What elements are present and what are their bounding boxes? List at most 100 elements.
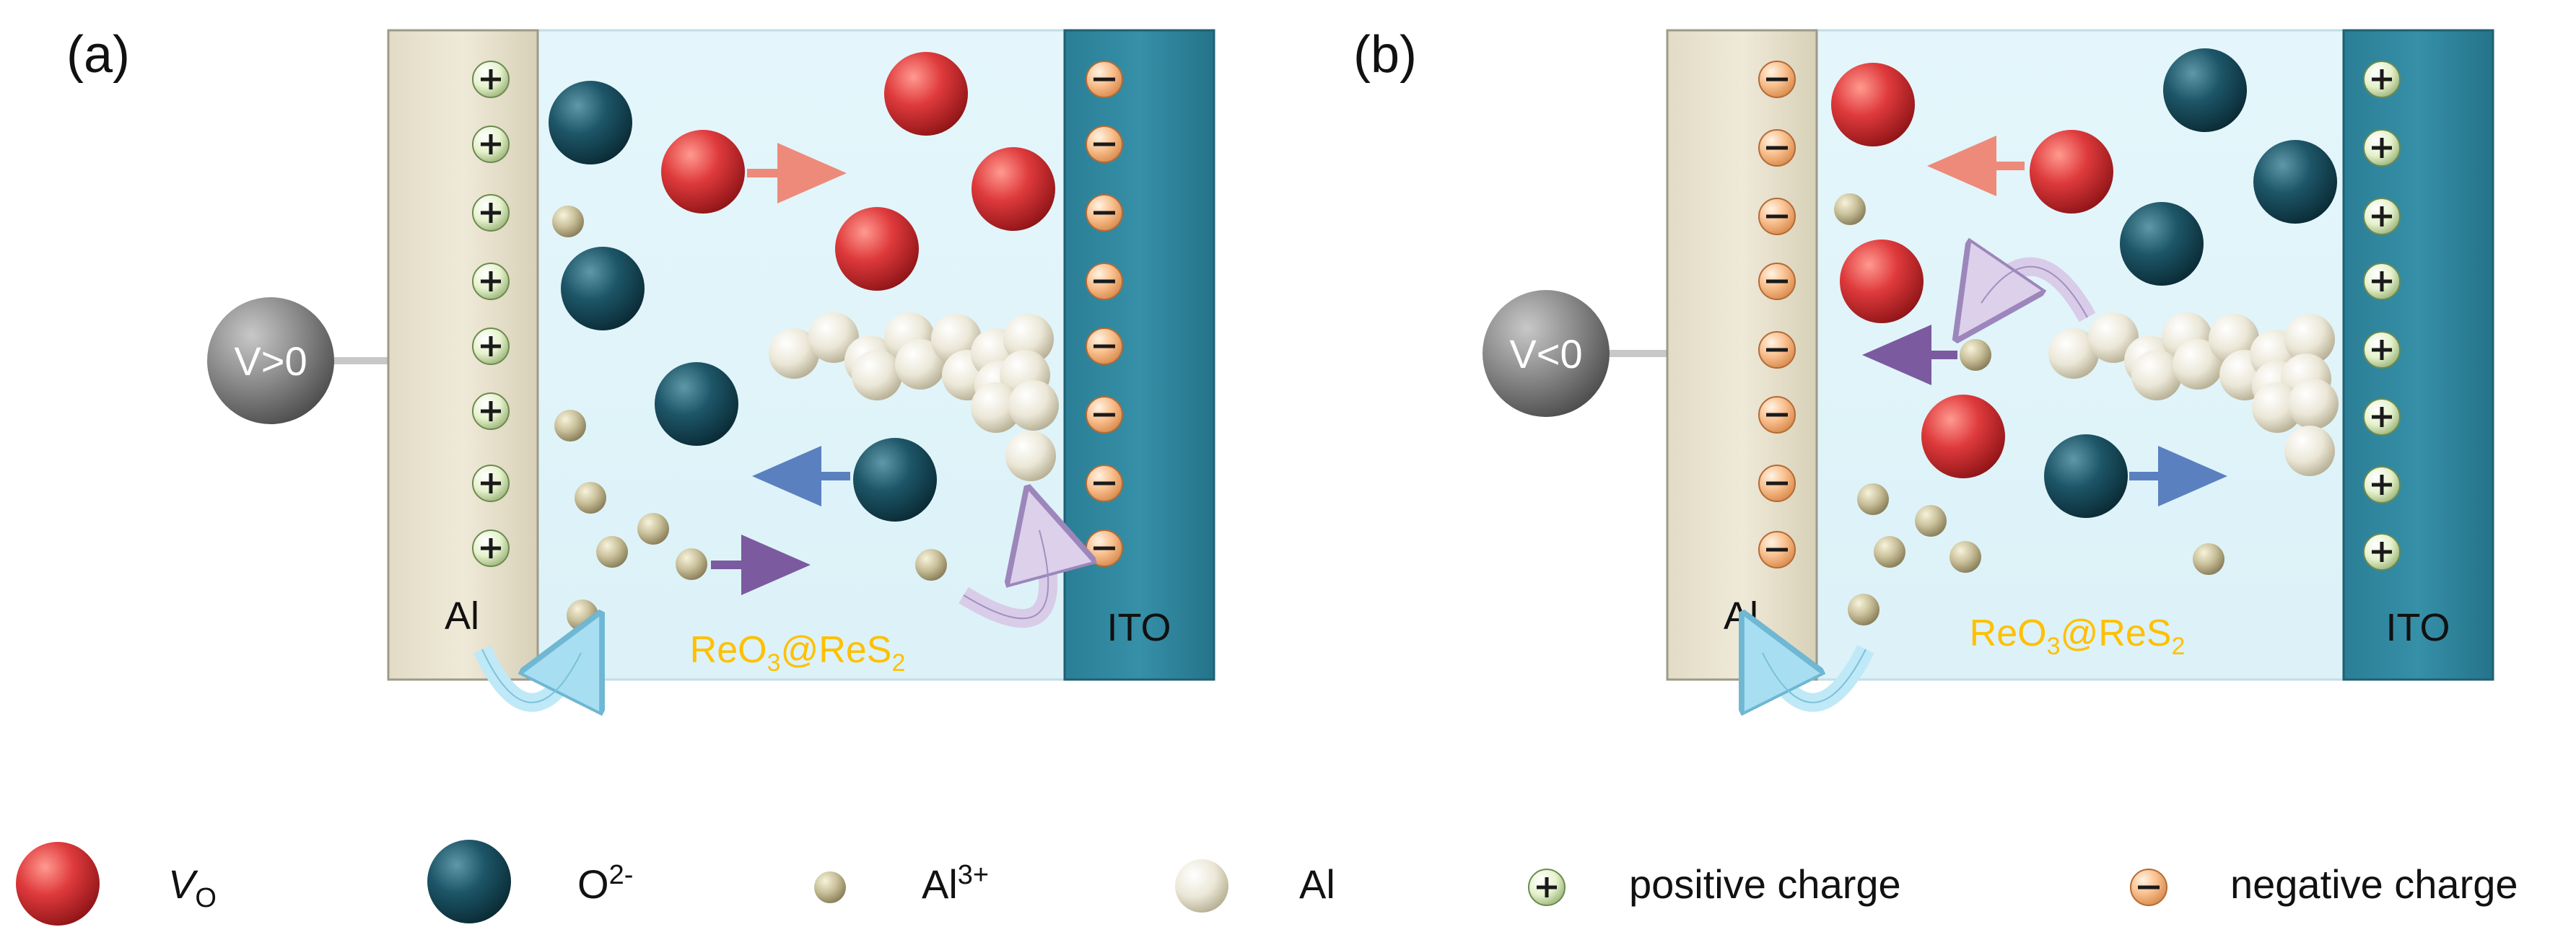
panel-b-label: (b) [1353,26,1417,84]
positive-charge-icon [472,530,510,567]
negative-charge-icon [1758,129,1796,167]
oxygen-ion [2120,202,2204,286]
legend-al3-label: Al3+ [922,860,989,907]
al-oxidation-arc-edge [481,649,582,703]
panel-b: (b) V<0 Al ITO [1353,26,2494,703]
negative-charge-icon [1758,396,1796,434]
legend-al3-main: Al [922,861,958,907]
legend-item-vo: VO [16,842,217,926]
oxygen-ion [853,438,937,522]
positive-charge-icon [472,126,510,163]
voltage-label: V>0 [234,338,307,384]
oxygen-ion [549,81,632,164]
al-ion [554,410,586,442]
al-ion [915,549,947,581]
al-electrode-label: Al [445,594,479,638]
positive-charge-icon [2363,331,2401,369]
negative-charge-icon [1086,126,1123,163]
al-atom [1008,380,1059,431]
switching-layer-label: ReO3@ReS2 [690,629,906,677]
al-ion [676,548,707,580]
positive-charge-icon [1528,869,1566,906]
al-atom [1005,431,1056,481]
legend: VO O2- Al3+ Al positive charge negative … [16,840,2518,926]
al-ion-swatch [814,871,846,903]
al-ion [1857,483,1889,515]
ito-electrode-label: ITO [1106,606,1171,649]
al-electrode-label: Al [1724,594,1758,638]
legend-item-pos: positive charge [1528,861,1901,907]
legend-o2-sup: 2- [609,860,634,890]
positive-charge-icon [2363,263,2401,300]
oxygen-vacancy [1921,395,2005,478]
al-reduction-arc-edge [1981,265,2088,318]
positive-charge-icon [472,328,510,365]
positive-charge-icon [472,263,510,300]
positive-charge-column [2363,61,2401,571]
positive-charge-icon [2363,533,2401,571]
ito-electrode-label: ITO [2385,606,2450,649]
positive-charge-icon [472,61,510,98]
al-filament [2048,312,2339,476]
legend-item-neg: negative charge [2130,861,2518,907]
oxygen-ion [2253,140,2337,224]
voltage-label: V<0 [1509,331,1582,377]
voltage-source-icon [207,297,334,424]
positive-charge-icon [2363,398,2401,436]
al-atom [971,382,1021,433]
positive-charge-icon [472,465,510,502]
al-atom-swatch [1175,859,1228,913]
negative-charge-icon [1758,198,1796,235]
al-ion [1874,536,1905,568]
al-ion [567,599,598,631]
al-ion [1915,505,1947,537]
al-ion [575,482,606,514]
legend-o2-main: O [577,861,609,907]
oxygen-vacancy [1831,63,1915,146]
al-atom [2288,379,2339,429]
layer-label-sub2: 2 [2171,633,2185,660]
layer-label-main: ReO [1970,612,2047,654]
legend-item-o2: O2- [427,840,633,923]
oxygen-vacancy [972,147,1055,231]
oxygen-ion [655,362,738,446]
al-ion [596,536,628,568]
al-filament [769,312,1059,481]
legend-vo-main: V [168,861,198,907]
negative-charge-icon [1086,61,1123,98]
legend-vo-sub: O [195,883,217,913]
panel-a: (a) V>0 [66,26,1215,703]
voltage-source-icon [1483,290,1610,417]
layer-label-mid: @ReS [2060,612,2171,654]
al-electrode [387,29,539,681]
negative-charge-icon [1086,396,1123,434]
negative-charge-icon [1758,61,1796,98]
negative-charge-icon [1086,194,1123,232]
negative-charge-icon [2130,869,2167,906]
negative-charge-column [1086,61,1123,567]
negative-charge-icon [1086,328,1123,365]
oxygen-vacancy [661,130,745,214]
legend-pos-label: positive charge [1629,861,1901,907]
layer-label-main: ReO [690,629,767,671]
positive-charge-icon [472,392,510,430]
al-ion [1834,193,1866,225]
positive-charge-column [472,61,510,567]
al-ion [637,513,669,545]
ito-electrode [1063,29,1215,681]
oxygen-ion [561,247,645,330]
oxygen-vacancy [884,52,968,136]
oxygen-vacancy [835,207,919,291]
negative-charge-icon [1086,465,1123,502]
legend-al3-sup: 3+ [958,860,989,890]
legend-o2-label: O2- [577,860,633,907]
negative-charge-column [1758,61,1796,568]
negative-charge-icon [1758,331,1796,369]
negative-charge-icon [1758,465,1796,502]
al-atom [2088,312,2139,363]
legend-item-al: Al [1175,859,1335,913]
al-ion [552,206,584,237]
al-atom [2048,328,2099,379]
legend-item-al3: Al3+ [814,860,989,907]
